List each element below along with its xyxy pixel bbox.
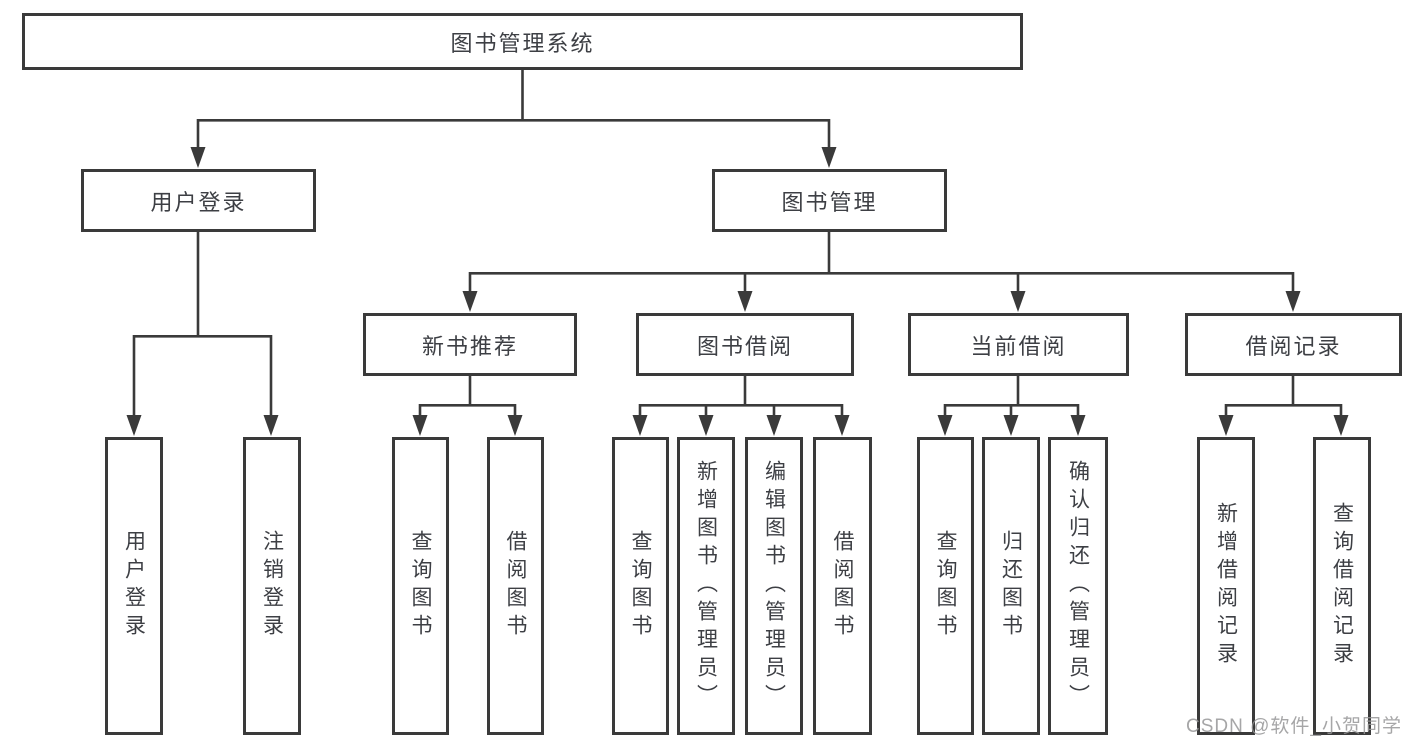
connector-user-login <box>132 232 273 418</box>
node-user-login: 用户登录 <box>81 169 316 232</box>
node-label: 查询借阅记录 <box>1330 502 1354 670</box>
node-label: 查询图书 <box>409 530 432 642</box>
node-label: 新书推荐 <box>421 333 518 359</box>
node-label: 归还图书 <box>999 530 1023 642</box>
leaf-query-books-current: 查询图书 <box>917 437 974 735</box>
connector-current-borrow <box>943 376 1080 418</box>
node-library-management-system: 图书管理系统 <box>22 13 1023 70</box>
connector-book-management <box>468 232 1295 294</box>
node-label: 新增图书（管理员） <box>694 460 718 712</box>
node-label: 查询图书 <box>934 530 957 642</box>
node-book-borrow: 图书借阅 <box>636 313 854 376</box>
leaf-query-books-borrow: 查询图书 <box>612 437 669 735</box>
node-label: 注销登录 <box>260 530 284 642</box>
leaf-query-books-recommend: 查询图书 <box>392 437 449 735</box>
leaf-add-books-admin: 新增图书（管理员） <box>677 437 735 735</box>
leaf-borrow-books: 借阅图书 <box>813 437 872 735</box>
node-label: 新增借阅记录 <box>1214 502 1238 670</box>
leaf-query-borrow-record: 查询借阅记录 <box>1313 437 1371 735</box>
leaf-add-borrow-record: 新增借阅记录 <box>1197 437 1255 735</box>
node-label: 图书借阅 <box>696 333 793 359</box>
node-label: 图书管理系统 <box>450 30 595 56</box>
csdn-watermark: CSDN @软件_小贺同学 <box>1186 716 1402 737</box>
node-label: 当前借阅 <box>970 333 1067 359</box>
node-new-book-recommend: 新书推荐 <box>363 313 577 376</box>
node-label: 借阅图书 <box>504 530 527 642</box>
node-label: 确认归还（管理员） <box>1066 460 1090 712</box>
leaf-borrow-books-recommend: 借阅图书 <box>487 437 544 735</box>
node-label: 借阅记录 <box>1245 333 1342 359</box>
node-label: 用户登录 <box>150 189 247 215</box>
leaf-return-books: 归还图书 <box>982 437 1040 735</box>
connector-book-borrow <box>638 376 844 418</box>
node-label: 用户登录 <box>122 530 146 642</box>
node-borrow-records: 借阅记录 <box>1185 313 1402 376</box>
node-label: 借阅图书 <box>831 530 854 642</box>
leaf-user-login: 用户登录 <box>105 437 163 735</box>
node-book-management: 图书管理 <box>712 169 947 232</box>
node-label: 编辑图书（管理员） <box>762 460 786 712</box>
leaf-edit-books-admin: 编辑图书（管理员） <box>745 437 803 735</box>
connector-new-book-recommend <box>418 376 517 418</box>
leaf-confirm-return-admin: 确认归还（管理员） <box>1048 437 1108 735</box>
node-label: 图书管理 <box>781 189 878 215</box>
node-label: 查询图书 <box>629 530 652 642</box>
leaf-logout: 注销登录 <box>243 437 301 735</box>
connector-root <box>196 68 831 150</box>
node-current-borrow: 当前借阅 <box>908 313 1129 376</box>
connector-borrow-records <box>1224 376 1343 418</box>
